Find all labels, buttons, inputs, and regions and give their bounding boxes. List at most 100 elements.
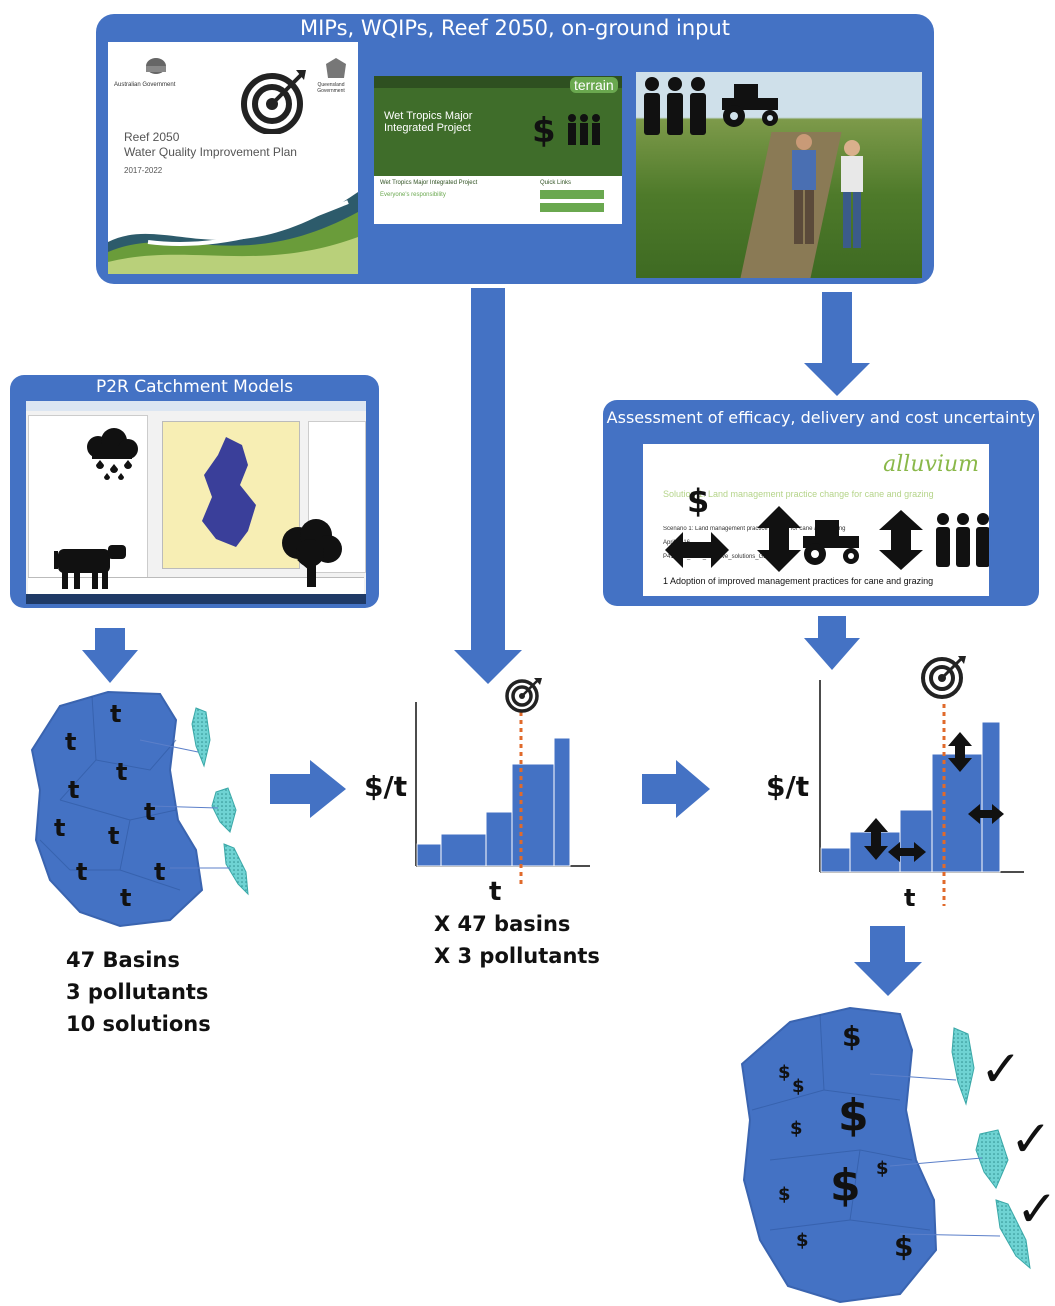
basin-dollar-label: $ bbox=[778, 1184, 791, 1205]
down-arrow bbox=[82, 628, 138, 683]
left-summary-line3: 10 solutions bbox=[66, 1012, 211, 1036]
models-panel: P2R Catchment Models bbox=[10, 375, 379, 608]
basin-dollar-label: $ bbox=[838, 1090, 869, 1141]
reef-doc-wave-graphic bbox=[108, 192, 358, 274]
uncertainty-horizontal-arrow bbox=[888, 842, 926, 862]
cost-step-bar bbox=[511, 763, 555, 867]
cost-step-bar bbox=[981, 721, 1001, 873]
middle-chart bbox=[415, 702, 590, 884]
uncertainty-vertical-arrow bbox=[864, 818, 888, 860]
terrain-logo: terrain bbox=[570, 77, 618, 93]
basin-t-label: t bbox=[120, 884, 131, 912]
vertical-double-arrow-icon bbox=[757, 506, 801, 572]
down-arrow bbox=[854, 926, 922, 996]
middle-multiplier-line1: X 47 basins bbox=[434, 912, 571, 936]
alluvium-logo: alluvium bbox=[883, 452, 979, 477]
assessment-panel-title: Assessment of efficacy, delivery and cos… bbox=[606, 408, 1036, 427]
website-section-title: Wet Tropics Major Integrated Project bbox=[380, 180, 478, 186]
cost-step-bar bbox=[820, 847, 851, 873]
basin-dollar-label: $ bbox=[778, 1062, 791, 1083]
queensland-government-label: Queensland Government bbox=[317, 82, 345, 94]
down-arrow bbox=[804, 292, 870, 396]
reef-doc-years: 2017-2022 bbox=[124, 166, 163, 175]
tractor-icon bbox=[803, 520, 859, 565]
cost-step-bar bbox=[899, 809, 933, 873]
target-icon bbox=[240, 68, 310, 139]
reef-shape bbox=[211, 787, 237, 833]
alluvium-report-subtitle: Solution 1: Land management practice cha… bbox=[663, 489, 934, 499]
right-chart bbox=[819, 680, 1024, 906]
reef-shape bbox=[223, 843, 249, 896]
alluvium-line-scenario: Scenario 1: Land management practice cha… bbox=[663, 526, 846, 532]
terrain-website-image: terrain Wet Tropics Major Integrated Pro… bbox=[374, 76, 622, 224]
middle-multiplier-line2: X 3 pollutants bbox=[434, 944, 600, 968]
check-icon: ✓ bbox=[1016, 1180, 1055, 1238]
website-link-button bbox=[540, 203, 604, 212]
reef-shape bbox=[191, 707, 211, 768]
cost-step-bar bbox=[553, 737, 571, 867]
reef-shape bbox=[975, 1129, 1009, 1189]
cow-icon bbox=[52, 539, 132, 596]
people-icon bbox=[640, 76, 710, 143]
australian-government-crest bbox=[138, 56, 174, 80]
middle-chart-ylabel: $/t bbox=[364, 770, 407, 803]
farm-field-photo bbox=[636, 72, 922, 278]
right-chart-xlabel: t bbox=[904, 884, 915, 912]
software-titlebar bbox=[26, 401, 366, 411]
check-icon: ✓ bbox=[1010, 1110, 1052, 1168]
reef-2050-document-image: Australian Government Queensland Governm… bbox=[108, 42, 358, 274]
basin-dollar-label: $ bbox=[790, 1118, 803, 1139]
people-icon bbox=[936, 513, 989, 567]
reef-shape bbox=[995, 1199, 1031, 1270]
middle-multiplier-text: X 47 basins X 3 pollutants bbox=[434, 908, 600, 972]
cost-step-bar bbox=[416, 843, 442, 867]
basin-t-label: t bbox=[154, 858, 165, 886]
queensland-government-crest bbox=[322, 56, 350, 80]
reef-doc-title-line1: Reef 2050 bbox=[124, 130, 180, 144]
right-chart-ylabel: $/t bbox=[766, 770, 809, 803]
check-marks: ✓ ✓ ✓ bbox=[980, 1040, 1055, 1238]
dollar-icon: $ bbox=[687, 482, 710, 520]
cost-step-bar bbox=[931, 753, 983, 873]
basin-dollar-label: $ bbox=[894, 1230, 913, 1263]
website-nav-bar bbox=[374, 76, 622, 88]
right-arrow bbox=[270, 760, 346, 818]
catchment-map-shape bbox=[202, 437, 256, 547]
windows-taskbar bbox=[26, 594, 366, 604]
basin-dollar-label: $ bbox=[792, 1076, 805, 1097]
basin-dollar-label: $ bbox=[876, 1158, 889, 1179]
uncertainty-horizontal-arrow bbox=[968, 804, 1004, 824]
basin-t-label: t bbox=[65, 728, 76, 756]
cost-step-bar bbox=[485, 811, 513, 867]
target-icon bbox=[505, 678, 542, 713]
basin-dollar-label: $ bbox=[842, 1020, 861, 1053]
catchment-map-right bbox=[740, 1006, 938, 1304]
catchment-model-software-screenshot bbox=[26, 401, 366, 604]
horizontal-double-arrow-icon bbox=[665, 532, 729, 568]
rain-cloud-icon bbox=[82, 427, 140, 486]
top-panel-title: MIPs, WQIPs, Reef 2050, on-ground input bbox=[299, 16, 731, 40]
tractor-icon bbox=[716, 80, 782, 133]
vertical-double-arrow-icon bbox=[879, 510, 923, 570]
basin-t-label: t bbox=[76, 858, 87, 886]
alluvium-report-image: alluvium Solution 1: Land management pra… bbox=[643, 444, 989, 596]
basin-t-label: t bbox=[110, 700, 121, 728]
assessment-panel: Assessment of efficacy, delivery and cos… bbox=[603, 400, 1039, 606]
svg-text:$: $ bbox=[532, 111, 556, 150]
basin-t-label: t bbox=[108, 822, 119, 850]
left-summary-line2: 3 pollutants bbox=[66, 980, 209, 1004]
alluvium-heading: 1 Adoption of improved management practi… bbox=[663, 576, 934, 586]
basin-t-label: t bbox=[116, 758, 127, 786]
check-icon: ✓ bbox=[980, 1040, 1022, 1098]
website-section-sub: Everyone's responsibility bbox=[380, 192, 446, 198]
basin-dollar-labels: $ $ $ $ $ $ $ $ $ $ bbox=[778, 1020, 913, 1263]
australian-government-label: Australian Government bbox=[114, 82, 176, 88]
cost-step-bar bbox=[849, 831, 901, 873]
farmer-figure bbox=[836, 138, 886, 263]
website-link-button bbox=[540, 190, 604, 199]
reef-doc-title-line2: Water Quality Improvement Plan bbox=[124, 145, 297, 159]
basin-t-label: t bbox=[68, 776, 79, 804]
right-arrow bbox=[642, 760, 710, 818]
down-arrow bbox=[454, 288, 522, 684]
connector-lines bbox=[139, 739, 230, 869]
